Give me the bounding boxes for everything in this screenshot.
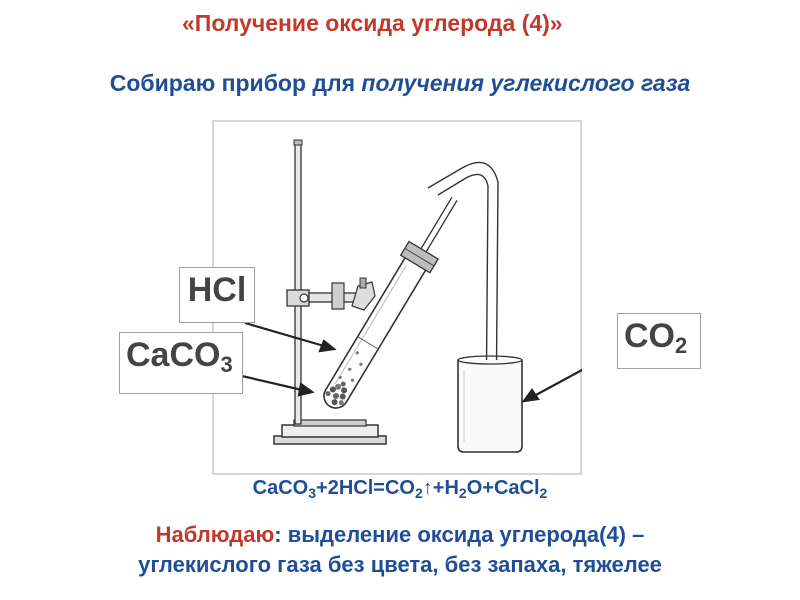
eq-sub-4: 2 xyxy=(539,485,548,501)
label-hcl: HCl xyxy=(179,267,255,323)
label-caco3: CaCO3 xyxy=(119,332,243,394)
label-co2-sub: 2 xyxy=(675,333,688,358)
eq-part-3: ↑+H xyxy=(422,477,459,499)
reaction-equation: CaCO3+2HCl=CO2↑+H2O+CaCl2 xyxy=(0,477,800,501)
subtitle-lead: Собираю прибор для xyxy=(109,70,362,96)
stand-clamp xyxy=(286,277,376,311)
beaker xyxy=(457,355,523,453)
observation-line-2: углекислого газа без цвета, без запаха, … xyxy=(138,552,662,577)
eq-part-1: CaCO xyxy=(252,477,309,499)
page-title: «Получение оксида углерода (4)» xyxy=(182,10,563,36)
apparatus-diagram xyxy=(212,120,582,475)
label-co2: CO2 xyxy=(617,313,701,369)
chalk-pieces xyxy=(325,381,348,406)
page-subtitle: Собираю прибор для получения углекислого… xyxy=(0,68,800,120)
arrow-hcl xyxy=(244,321,325,348)
observation-lead: Наблюдаю xyxy=(155,522,275,547)
stand-rod xyxy=(293,139,303,425)
observation-line-1: Наблюдаю: выделение оксида углерода(4) – xyxy=(0,520,800,550)
observation-text: Наблюдаю: выделение оксида углерода(4) –… xyxy=(0,520,800,580)
label-hcl-text: HCl xyxy=(187,271,247,309)
subtitle-italic: получения углекислого газа xyxy=(361,70,691,96)
label-caco3-text: CaCO xyxy=(126,336,221,374)
eq-sub-2: 2 xyxy=(414,485,423,501)
eq-sub-3: 2 xyxy=(458,485,467,501)
test-tube-stopper xyxy=(399,240,440,274)
arrow-co2 xyxy=(533,368,582,397)
eq-part-2: +2HCl=CO xyxy=(316,477,415,499)
gas-tube xyxy=(427,161,499,427)
label-co2-text: CO xyxy=(624,317,675,355)
stand-base xyxy=(273,419,387,445)
test-tube xyxy=(323,196,458,409)
label-caco3-sub: 3 xyxy=(220,352,233,377)
eq-part-4: O+CaCl xyxy=(466,477,540,499)
eq-sub-1: 3 xyxy=(308,485,317,501)
acid-liquid xyxy=(338,336,379,382)
observation-colon: : xyxy=(274,522,288,547)
observation-line-1-text: выделение оксида углерода(4) – xyxy=(287,522,645,547)
